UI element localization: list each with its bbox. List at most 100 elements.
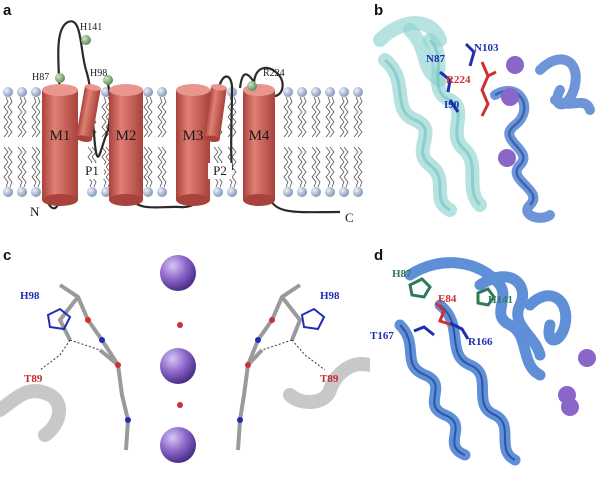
lipid-head <box>283 187 293 197</box>
lipid-tail <box>297 96 307 138</box>
blue-ribbon-d-edge <box>399 304 516 461</box>
residue-label-r224-b: R224 <box>446 74 471 86</box>
lipid-head <box>325 87 335 97</box>
c-terminus-label: C <box>345 210 354 225</box>
lipid-tail <box>311 96 321 138</box>
panel-b: b <box>370 0 605 240</box>
ions-d <box>558 349 596 416</box>
lipid-head <box>339 87 349 97</box>
lipid-head <box>297 87 307 97</box>
blue-ribbon-edge <box>494 89 535 206</box>
helix-m2-label: M2 <box>116 128 137 144</box>
lipid-tail <box>17 96 27 138</box>
label-h98-left: H98 <box>20 290 40 302</box>
lipid-head <box>87 187 97 197</box>
red-sticks <box>480 61 497 117</box>
lipid-tail <box>3 96 13 138</box>
backbone-right <box>236 283 303 451</box>
lipid-head <box>227 187 237 197</box>
grey-ribbon-left <box>0 384 66 442</box>
structure-view-b: N87 N103 I90 R224 <box>373 16 595 223</box>
panel-c-label: c <box>3 247 12 264</box>
lipid-tail <box>339 146 349 188</box>
lipid-head <box>157 187 167 197</box>
residue-marker-r224 <box>247 81 257 91</box>
residue-label-r224: R224 <box>263 68 285 79</box>
lipid-tail <box>283 146 293 188</box>
panel-b-label: b <box>374 2 384 19</box>
n-terminus-label: N <box>30 204 40 219</box>
residue-label-n103: N103 <box>474 42 499 54</box>
lipid-tail <box>157 96 167 138</box>
helix-m3-label: M3 <box>183 128 204 144</box>
label-t89-right: T89 <box>320 373 339 385</box>
cyan-ribbon <box>373 16 487 217</box>
helix-p2: P2 <box>203 84 232 179</box>
helix-m1-label: M1 <box>50 128 71 144</box>
lipid-tail <box>143 146 153 188</box>
label-h98-right: H98 <box>320 290 340 302</box>
lipid-head <box>101 187 111 197</box>
structure-view-d: H87 H141 E84 T167 R166 <box>370 257 596 466</box>
lipid-head <box>297 187 307 197</box>
lipid-tail <box>31 96 41 138</box>
helix-m4: M4 <box>243 84 275 206</box>
his-rings <box>46 307 326 331</box>
label-e84-d: E84 <box>438 293 457 305</box>
lipid-head <box>17 87 27 97</box>
label-t89-left: T89 <box>24 373 43 385</box>
green-sticks <box>408 277 496 307</box>
lipid-head <box>325 187 335 197</box>
lipid-head <box>3 87 13 97</box>
lipid-head <box>311 87 321 97</box>
panel-d: d H87 <box>370 245 605 483</box>
ions-b <box>498 56 524 167</box>
residue-label-n87: N87 <box>426 53 445 65</box>
lipid-tail <box>353 96 363 138</box>
residue-label-h141: H141 <box>80 22 102 33</box>
lipid-head <box>31 87 41 97</box>
lipid-head <box>339 187 349 197</box>
panel-a: a <box>0 0 370 235</box>
residue-marker-h98 <box>103 75 113 85</box>
grey-ribbon-right <box>283 357 370 409</box>
helix-m2: M2 <box>109 84 143 206</box>
helix-p1-label: P1 <box>85 163 99 178</box>
helix-m1: M1 <box>42 84 78 206</box>
structure-view-c: H98 H98 T89 T89 <box>0 255 370 463</box>
label-r166-d: R166 <box>468 336 493 348</box>
membrane-topology-diagram: M1 P1 M2 M3 <box>3 20 363 225</box>
lipid-head <box>213 187 223 197</box>
lipid-head <box>283 87 293 97</box>
hbonds-c <box>39 339 326 371</box>
residue-marker-h141 <box>81 35 91 45</box>
ions-c <box>160 255 196 463</box>
blue-sticks-d <box>413 321 470 340</box>
panel-c: c <box>0 245 370 483</box>
blue-sticks <box>439 42 476 113</box>
lipid-head <box>143 87 153 97</box>
lipid-tail <box>297 146 307 188</box>
lipid-tail <box>17 146 27 188</box>
lipid-head <box>353 187 363 197</box>
lipid-head <box>17 187 27 197</box>
helix-m4-label: M4 <box>249 128 270 144</box>
residue-label-h87: H87 <box>32 72 49 83</box>
lipid-head <box>3 187 13 197</box>
lipid-tail <box>31 146 41 188</box>
panel-a-label: a <box>3 2 12 19</box>
atoms-c <box>85 317 275 423</box>
lipid-tail <box>353 146 363 188</box>
cyan-ribbon-edge <box>384 38 482 212</box>
label-h141-d: H141 <box>488 294 513 306</box>
lipid-head <box>157 87 167 97</box>
lipid-tail <box>325 96 335 138</box>
lipid-head <box>31 187 41 197</box>
label-h87-d: H87 <box>392 268 412 280</box>
residue-label-i90: I90 <box>444 99 460 111</box>
lipid-tail <box>143 96 153 138</box>
helix-p1: P1 <box>75 84 104 179</box>
lipid-tail <box>283 96 293 138</box>
residue-label-h98: H98 <box>90 68 107 79</box>
helix-p2-label: P2 <box>213 163 227 178</box>
